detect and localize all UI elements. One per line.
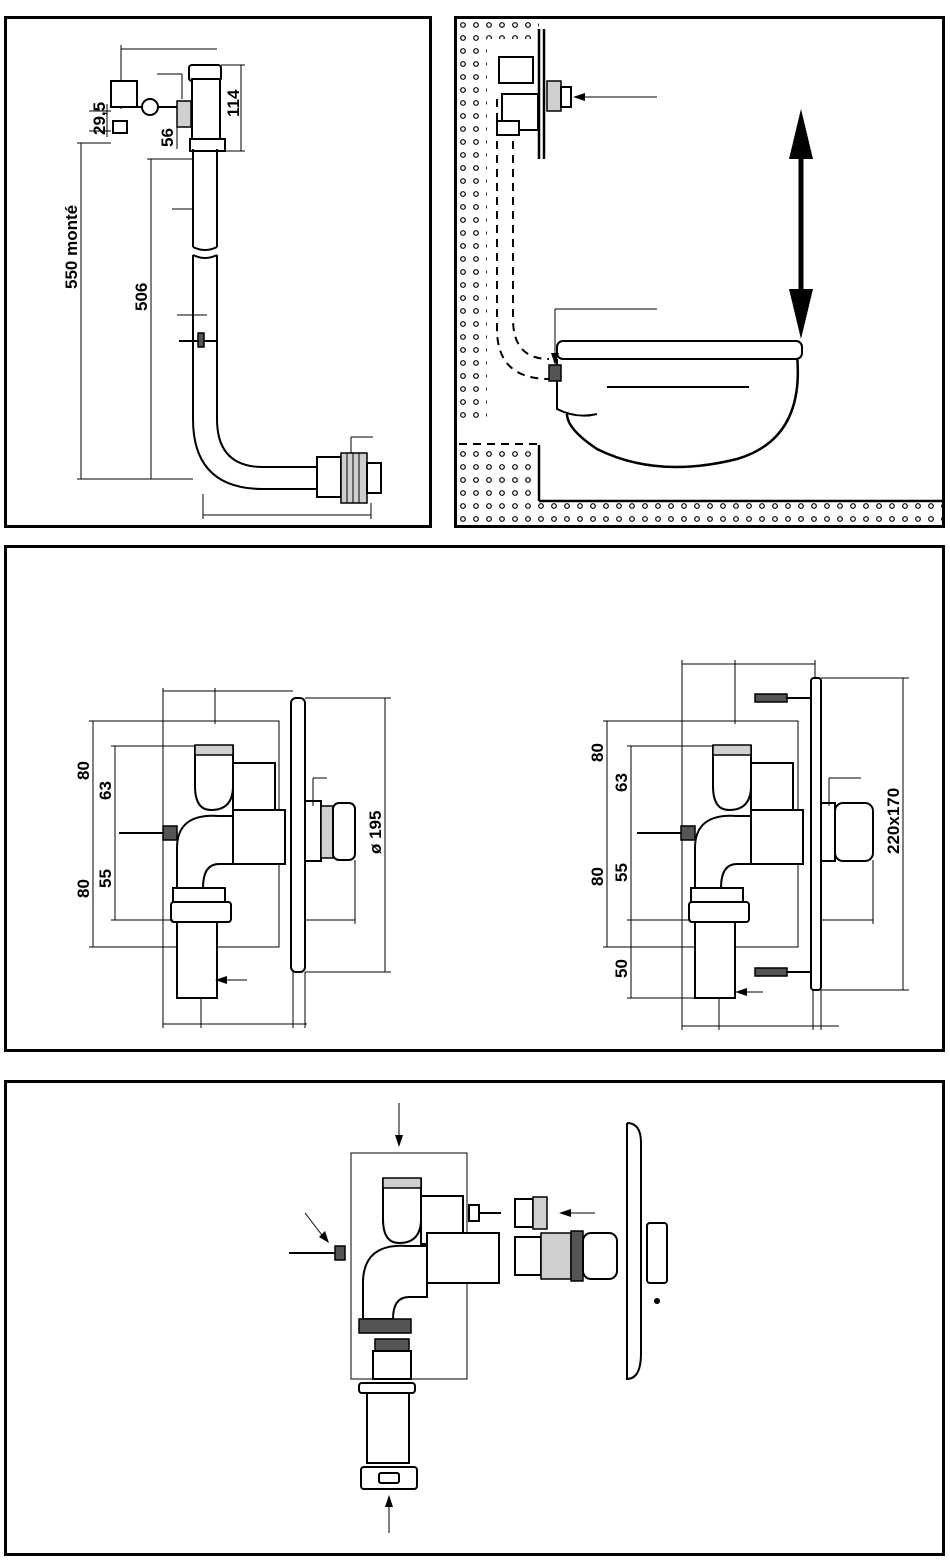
dim-56-label: 56 bbox=[158, 128, 177, 147]
right-dim-80-bottom: 80 bbox=[588, 867, 607, 886]
exploded-assembly-drawing bbox=[7, 1083, 948, 1559]
right-dim-80-top: 80 bbox=[588, 743, 607, 762]
right-dim-50: 50 bbox=[612, 959, 631, 978]
dim-550-monte-label: 550 monté bbox=[62, 205, 81, 289]
round-plate-view: 80 63 55 80 ø 195 bbox=[74, 688, 391, 1028]
left-dim-diameter: ø 195 bbox=[366, 811, 385, 854]
dim-114-label: 114 bbox=[224, 89, 243, 117]
panel-installation-dimensions: 114 29,5 56 506 550 monté bbox=[4, 16, 432, 528]
right-dim-63: 63 bbox=[612, 773, 631, 792]
dim-506-label: 506 bbox=[132, 283, 151, 311]
left-dim-63: 63 bbox=[96, 781, 115, 800]
square-plate-view: 80 63 55 80 50 220x170 bbox=[588, 660, 909, 1030]
panel-exploded-view bbox=[4, 1080, 945, 1556]
panel-box-dimensions: 80 63 55 80 ø 195 bbox=[4, 545, 945, 1052]
left-dim-55: 55 bbox=[96, 869, 115, 888]
right-dim-55: 55 bbox=[612, 863, 631, 882]
panel-wall-installation bbox=[454, 16, 945, 528]
flush-valve-pipe-drawing: 114 29,5 56 506 550 monté bbox=[7, 19, 435, 531]
box-dimension-drawings: 80 63 55 80 ø 195 bbox=[7, 548, 948, 1055]
wall-toilet-drawing bbox=[457, 19, 948, 531]
left-dim-80-top: 80 bbox=[74, 761, 93, 780]
left-dim-80-bottom: 80 bbox=[74, 879, 93, 898]
right-dim-plate-size: 220x170 bbox=[884, 788, 903, 854]
dim-29-5-label: 29,5 bbox=[90, 102, 109, 135]
